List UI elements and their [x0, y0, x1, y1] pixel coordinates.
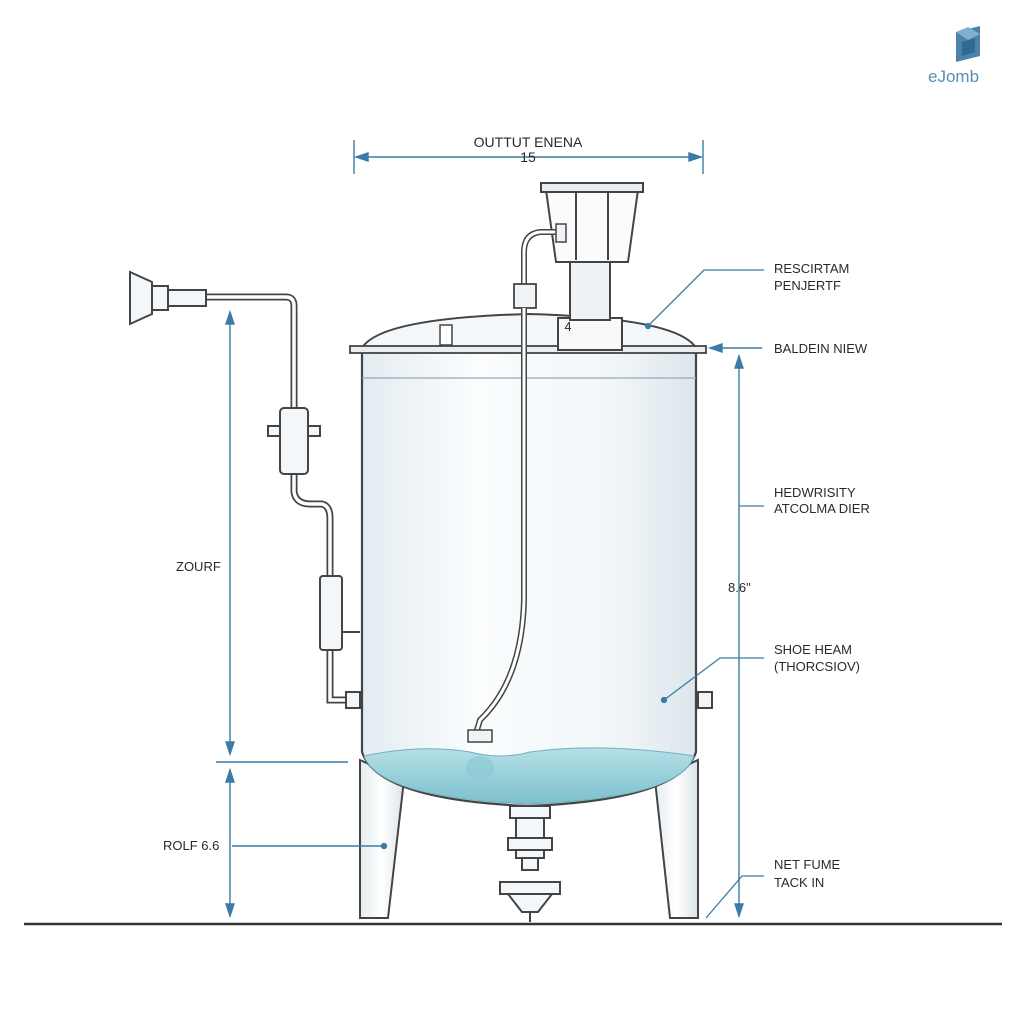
rolf-label: ROLF 6.6	[163, 838, 219, 853]
top-dimension-value: 15	[520, 149, 536, 165]
leader-lines	[644, 269, 764, 919]
tack-in-label: TACK IN	[774, 875, 824, 890]
dip-tube	[467, 223, 567, 743]
drain-cup	[499, 881, 561, 922]
inline-valve	[319, 575, 361, 709]
logo-text: eJomb	[928, 67, 979, 86]
top-dimension-title: OUTTUT ENENA	[474, 134, 583, 150]
lid-mark: 4	[564, 319, 571, 334]
bottom-outlet-valve	[507, 805, 553, 871]
water-level	[363, 747, 695, 805]
filter-housing	[267, 407, 321, 475]
left-dimensions	[216, 309, 388, 919]
penjertf-label: PENJERTF	[774, 278, 841, 293]
top-dimension	[353, 140, 704, 174]
resciptam-label: RESCIRTAM	[774, 261, 849, 276]
funnel-hopper	[540, 182, 644, 351]
external-pipe	[205, 293, 352, 704]
atcolma-label: ATCOLMA DIER	[774, 501, 870, 516]
shoe-heam-label: SHOE HEAM	[774, 642, 852, 657]
lid-vent	[439, 324, 453, 346]
right-dimension	[707, 343, 762, 919]
logo: eJomb	[928, 26, 980, 86]
hedwrisity-label: HEDWRISITY	[774, 485, 856, 500]
zourf-label: ZOURF	[176, 559, 221, 574]
right-dimension-value: 8.6"	[728, 580, 751, 595]
net-fume-label: NET FUME	[774, 857, 841, 872]
baldein-label: BALDEIN NIEW	[774, 341, 868, 356]
tank-lid	[349, 312, 707, 354]
cube-logo-icon	[956, 26, 980, 62]
tank-body	[360, 350, 698, 808]
tube-fitting	[513, 283, 537, 309]
tank-legs	[359, 758, 699, 919]
thorcsiov-label: (THORCSIOV)	[774, 659, 860, 674]
side-port-right	[697, 691, 713, 709]
spray-nozzle-icon	[129, 270, 207, 326]
